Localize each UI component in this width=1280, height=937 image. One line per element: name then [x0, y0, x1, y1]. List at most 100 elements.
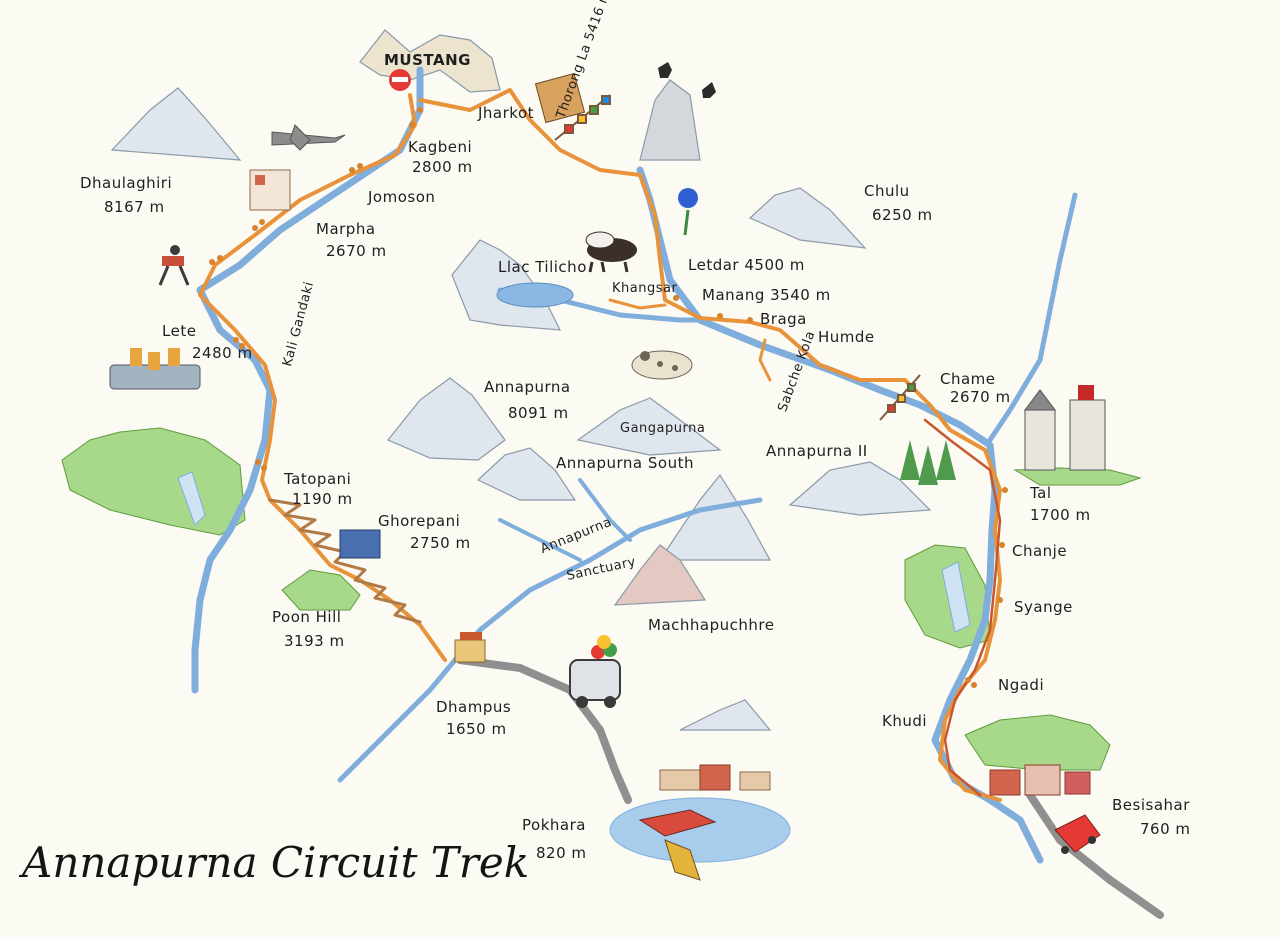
map-title: Annapurna Circuit Trek — [22, 838, 530, 887]
river-kali-gandaki — [191, 66, 424, 694]
trail-khangsar — [608, 298, 667, 310]
label-pokhara: Pokhara — [522, 816, 586, 834]
hiker-icon — [158, 245, 190, 286]
waterfall-icon — [941, 561, 971, 633]
trail-lower-red — [923, 418, 1002, 797]
label-tal-alt: 1700 m — [1030, 506, 1091, 524]
trees — [900, 440, 956, 485]
snow-leopard-icon — [631, 350, 693, 380]
airplane-icon — [271, 124, 346, 151]
mountain-mustang-peak — [639, 79, 701, 161]
label-tatopani: Tatopani — [283, 470, 351, 488]
label-sabche-kola: Sabche Kola — [775, 329, 818, 414]
car-icon — [1054, 814, 1101, 854]
lake-tilicho — [496, 282, 574, 308]
label-chulu-alt: 6250 m — [872, 206, 933, 224]
label-annapurna-ii: Annapurna II — [766, 442, 868, 460]
village-markers — [209, 107, 1008, 688]
label-syange: Syange — [1014, 598, 1073, 616]
label-braga: Braga — [760, 310, 807, 328]
label-kagbeni: Kagbeni — [408, 138, 472, 156]
label-chanje: Chanje — [1012, 542, 1067, 560]
label-machhapuchhre: Machhapuchhre — [648, 616, 774, 634]
mountains — [110, 29, 932, 731]
label-poon-hill-alt: 3193 m — [284, 632, 345, 650]
label-kali-gandaki: Kali Gandaki — [280, 280, 317, 368]
label-jharkot: Jharkot — [477, 104, 534, 122]
mountain-pokhara — [679, 699, 772, 731]
label-annapurna-south: Annapurna South — [556, 454, 694, 472]
label-gangapurna: Gangapurna — [620, 421, 705, 436]
forest-besisahar — [964, 714, 1111, 771]
label-poon-hill: Poon Hill — [272, 608, 341, 626]
forest-poon-hill — [281, 569, 361, 611]
label-ghorepani-alt: 2750 m — [410, 534, 471, 552]
label-ngadi: Ngadi — [998, 676, 1044, 694]
waterfall-icon — [177, 471, 206, 526]
label-lete-alt: 2480 m — [192, 344, 253, 362]
label-manang: Manang 3540 m — [702, 286, 831, 304]
label-marpha: Marpha — [316, 220, 376, 238]
mountain-dhaulaghiri — [110, 87, 242, 161]
roads — [456, 656, 1164, 919]
trails — [198, 88, 1002, 802]
label-khangsar: Khangsar — [612, 281, 677, 296]
tea-glasses-icon — [109, 348, 201, 390]
label-kagbeni-alt: 2800 m — [412, 158, 473, 176]
label-dhampus: Dhampus — [436, 698, 511, 716]
trail-sabche — [758, 338, 772, 382]
label-ghorepani: Ghorepani — [378, 512, 460, 530]
label-chulu: Chulu — [864, 182, 910, 200]
trail-upper — [418, 88, 642, 177]
label-jomoson: Jomoson — [367, 188, 435, 206]
forests — [61, 427, 1142, 771]
boat-icon — [638, 809, 717, 881]
prayer-flags-icon — [554, 94, 921, 421]
label-annapurna: Annapurna — [484, 378, 571, 396]
road-besisahar — [1026, 791, 1164, 919]
label-lete: Lete — [162, 322, 196, 340]
label-annapurna-alt: 8091 m — [508, 404, 569, 422]
monastery-icon — [1024, 385, 1106, 471]
trail-circuit-main — [198, 93, 447, 662]
river-sanctuary — [337, 497, 763, 783]
river-sanctuary-branch — [578, 478, 632, 542]
house-icon — [249, 169, 486, 663]
pokhara-town — [659, 764, 771, 791]
forest-left — [61, 427, 246, 536]
label-letdar: Letdar 4500 m — [688, 256, 805, 274]
label-besisahar: Besisahar — [1112, 796, 1190, 814]
road-dhampus-pokhara — [456, 656, 632, 804]
label-chame: Chame — [940, 370, 996, 388]
mountain-chulu — [748, 187, 867, 249]
mountain-gangapurna — [576, 397, 722, 456]
label-llac-tilicho: Llac Tilicho — [498, 258, 587, 276]
besisahar-town — [989, 764, 1091, 796]
mountain-machhapuchhre — [613, 544, 707, 606]
label-dhampus-alt: 1650 m — [446, 720, 507, 738]
mountain-annapurna-south — [476, 447, 577, 501]
label-marpha-alt: 2670 m — [326, 242, 387, 260]
river-upper-right — [987, 192, 1078, 443]
label-humde: Humde — [818, 328, 875, 346]
yak-icon — [585, 231, 637, 273]
label-khudi: Khudi — [882, 712, 927, 730]
label-chame-alt: 2670 m — [950, 388, 1011, 406]
label-mustang: MUSTANG — [384, 51, 471, 69]
lake-pokhara — [609, 797, 791, 863]
goat-icon — [658, 62, 716, 98]
no-entry-icon — [389, 69, 411, 91]
label-pokhara-alt: 820 m — [536, 844, 587, 862]
thorong-la-sign — [534, 72, 586, 124]
bus-icon — [569, 635, 621, 708]
label-dhaulaghiri: Dhaulaghiri — [80, 174, 172, 192]
label-dhaulaghiri-alt: 8167 m — [104, 198, 165, 216]
label-besisahar-alt: 760 m — [1140, 820, 1191, 838]
mountain-annapurna — [387, 377, 506, 461]
river-sanctuary-branch-2 — [498, 518, 582, 562]
label-tatopani-alt: 1190 m — [292, 490, 353, 508]
blue-flower-icon — [678, 188, 698, 236]
forest-monastery — [1013, 467, 1142, 486]
